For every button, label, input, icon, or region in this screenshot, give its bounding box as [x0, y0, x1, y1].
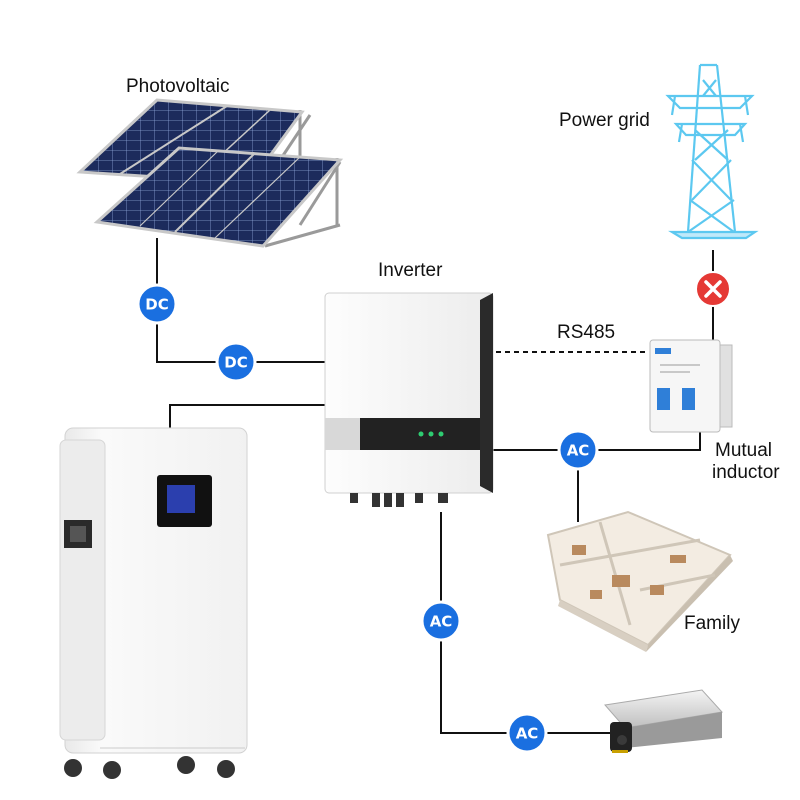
inverter	[324, 292, 494, 507]
mutual-inductor-line1: Mutual	[715, 440, 773, 461]
ac-badge-label: AC	[430, 613, 453, 631]
ac-badge: AC	[420, 600, 462, 642]
dc-badge-label: DC	[145, 296, 168, 314]
ac-badge-label: AC	[567, 442, 590, 460]
solar-panel-array	[76, 98, 344, 248]
ac-badge: AC	[557, 429, 599, 471]
house-floorplan	[546, 510, 733, 652]
ac-wire-to-camera	[440, 512, 612, 734]
photovoltaic-label: Photovoltaic	[126, 76, 230, 97]
circuit-breaker	[649, 339, 733, 433]
dc-badge: DC	[215, 341, 257, 383]
inverter-label: Inverter	[378, 260, 443, 281]
close-icon	[695, 271, 731, 307]
dc-wire-pv-to-inverter	[156, 238, 325, 363]
ac-badge-label: AC	[516, 725, 539, 743]
family-label: Family	[684, 613, 740, 634]
power-grid-label: Power grid	[559, 110, 650, 131]
mutual-inductor-label: Mutual inductor	[712, 440, 780, 484]
mutual-inductor-line2: inductor	[712, 461, 780, 483]
dc-badge: DC	[136, 283, 178, 325]
dc-badge-label: DC	[224, 354, 247, 372]
ac-badge: AC	[506, 712, 548, 754]
power-grid-tower	[665, 63, 759, 240]
battery-cabinet	[59, 427, 248, 779]
rs485-label: RS485	[557, 322, 616, 343]
security-camera	[604, 689, 723, 753]
